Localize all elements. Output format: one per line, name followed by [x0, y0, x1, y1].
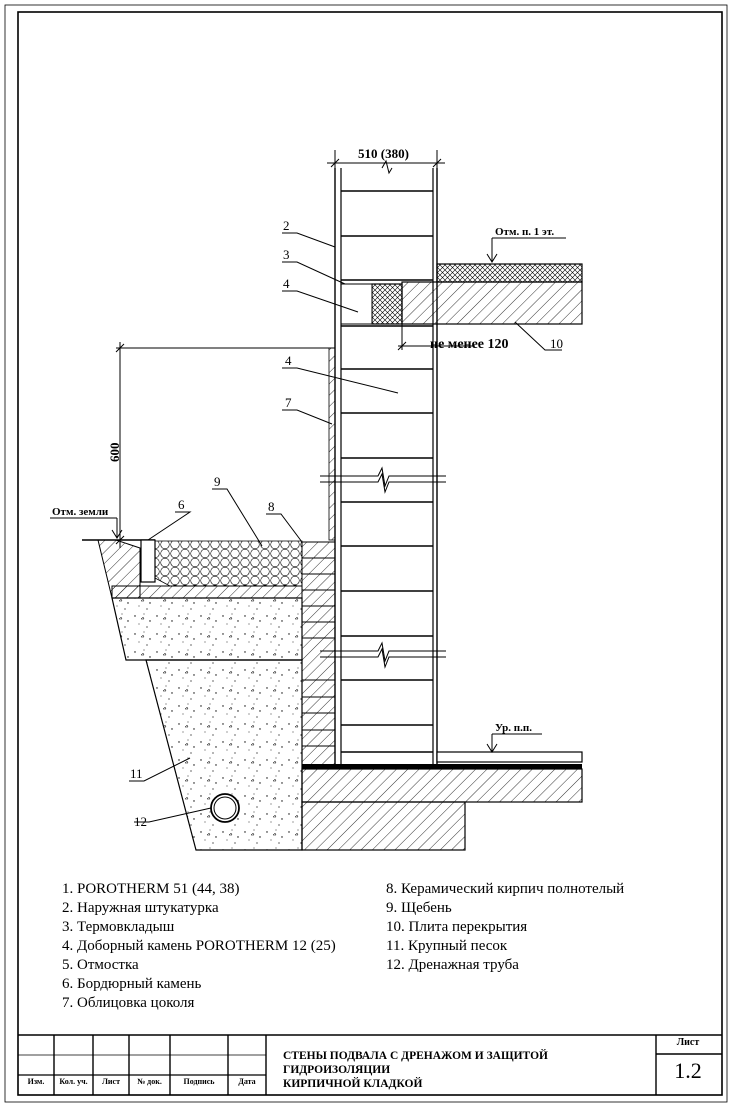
callout-1: 4 [285, 353, 292, 368]
callout-8: 8 [268, 499, 275, 514]
break-lines [320, 466, 446, 669]
col-list: Лист [101, 1077, 121, 1086]
floor-screed [436, 263, 583, 283]
col-izm: Изм. [27, 1077, 45, 1086]
level-ground-label: Отм. земли [52, 506, 109, 518]
legend-item: 12. Дренажная труба [386, 957, 519, 973]
callout-6: 6 [178, 497, 185, 512]
callout-leaders [129, 232, 562, 823]
dim-height [115, 342, 335, 548]
callout-9: 9 [214, 474, 221, 489]
legend-item: 7. Облицовка цоколя [62, 995, 195, 1011]
dim-bearing-label: не менее 120 [430, 337, 509, 352]
legend-item: 10. Плита перекрытия [386, 919, 528, 935]
col-doc: № док. [137, 1077, 162, 1086]
legend-right: 8. Керамический кирпич полнотелый 9. Щеб… [386, 880, 624, 975]
dim-height-label: 600 [107, 443, 122, 463]
drain-pipe-inner [213, 796, 237, 820]
waterproofing [302, 764, 582, 769]
drain-pipe [210, 793, 240, 823]
level-floor-1 [486, 237, 566, 263]
col-kol-uch: Кол. уч. [59, 1077, 88, 1086]
legend-left: 1. POROTHERM 51 (44, 38) 2. Наружная шту… [62, 880, 336, 1013]
callout-3: 3 [283, 247, 290, 262]
legend-item: 1. POROTHERM 51 (44, 38) [62, 881, 240, 897]
level-floor-1-label: Отм. п. 1 эт. [495, 226, 554, 238]
title-line-2: КИРПИЧНОЙ КЛАДКОЙ [283, 1078, 423, 1090]
sheet-label: Лист [676, 1037, 700, 1048]
title-line-1: СТЕНЫ ПОДВАЛА С ДРЕНАЖОМ И ЗАЩИТОЙ ГИДРО… [283, 1050, 548, 1076]
level-basement [486, 733, 542, 753]
legend-item: 5. Отмостка [62, 957, 139, 973]
outer-border [4, 4, 728, 1103]
thermal-insert [371, 283, 403, 325]
title-block-title: СТЕНЫ ПОДВАЛА С ДРЕНАЖОМ И ЗАЩИТОЙ ГИДРО… [283, 1049, 653, 1091]
legend-item: 9. Щебень [386, 900, 452, 916]
dim-wall-thickness [327, 150, 445, 175]
additional-block [340, 283, 373, 325]
legend-item: 2. Наружная штукатурка [62, 900, 219, 916]
foundation-slab [301, 768, 583, 803]
col-date: Дата [238, 1077, 256, 1086]
dim-wall-thickness-label: 510 (380) [358, 146, 409, 161]
col-sign: Подпись [183, 1077, 215, 1086]
curb-stone [140, 539, 156, 583]
legend-item: 8. Керамический кирпич полнотелый [386, 881, 625, 897]
title-block-grid [18, 1034, 722, 1095]
callout-11: 11 [130, 766, 143, 781]
callout-12: 12 [134, 814, 147, 829]
level-basement-label: Ур. п.п. [495, 722, 532, 734]
blind-area [111, 585, 303, 599]
legend-item: 3. Термовкладыш [62, 919, 175, 935]
callout-4: 4 [283, 276, 290, 291]
callout-7: 7 [285, 395, 292, 410]
inner-border [17, 11, 723, 1096]
callout-10: 10 [550, 336, 563, 351]
legend-item: 6. Бордюрный камень [62, 976, 202, 992]
porotherm-wall [334, 168, 438, 768]
soil-edge [97, 539, 141, 599]
foundation-footing [301, 801, 466, 851]
brick-cladding [301, 541, 336, 769]
legend-item: 11. Крупный песок [386, 938, 508, 954]
gravel-layer [154, 540, 303, 587]
callout-2: 2 [283, 218, 290, 233]
sand-upper [111, 597, 303, 661]
legend-item: 4. Доборный камень POROTHERM 12 (25) [62, 938, 336, 954]
level-ground [50, 517, 123, 539]
dim-bearing [397, 324, 475, 351]
floor-slab [401, 281, 583, 325]
basement-floor-screed [436, 751, 583, 763]
sheet-number: 1.2 [674, 1058, 702, 1083]
